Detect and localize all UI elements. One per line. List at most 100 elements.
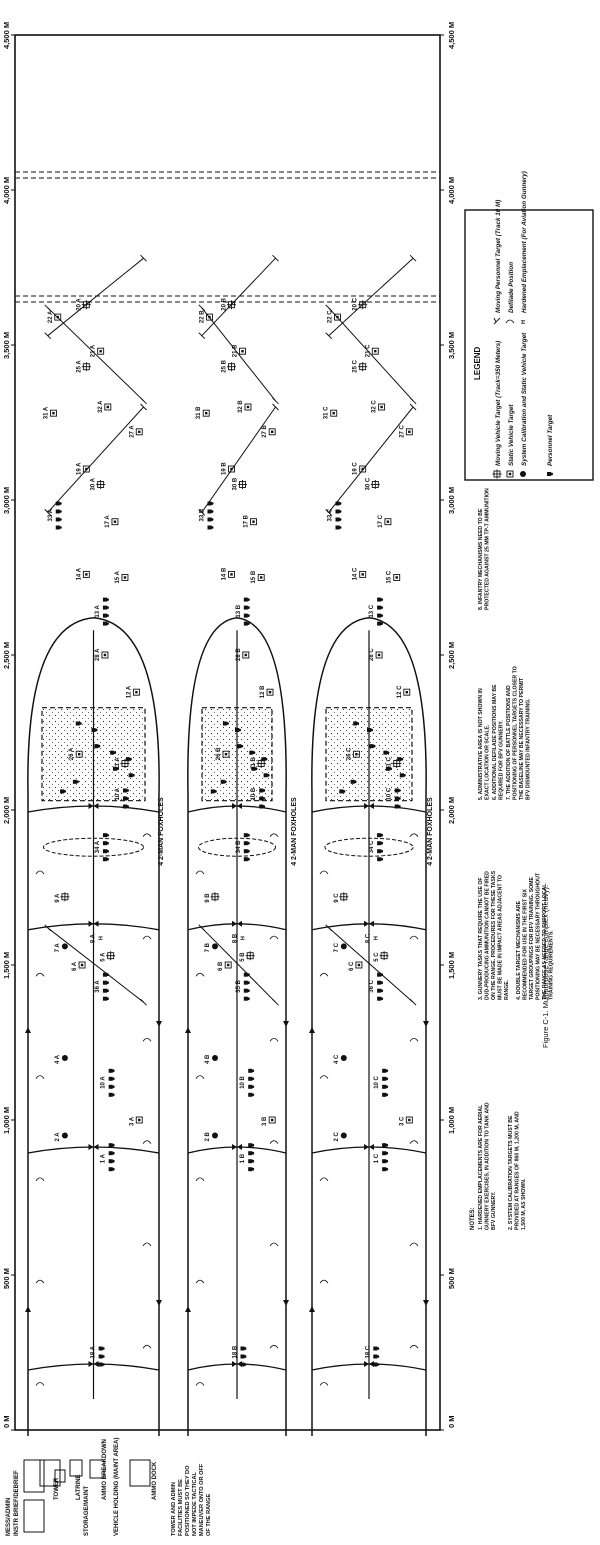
legend-label: Personnel Target — [547, 414, 554, 466]
defilade-icon — [35, 1382, 45, 1386]
notes-block: NOTES:1. HARDENED EMPLACEMENTS ARE FOR A… — [470, 488, 555, 1230]
target-label: 6 B — [218, 961, 224, 971]
target-label: 14 B — [222, 567, 228, 580]
defilade-icon — [142, 1344, 152, 1349]
static-vehicle-icon — [266, 688, 274, 696]
track-end-mark — [44, 924, 52, 932]
defilade-icon — [195, 1177, 205, 1182]
tower-admin-note: TOWER AND ADMINFACILITIES MUST BEPOSITIO… — [171, 1463, 212, 1536]
static-vehicle-icon — [82, 465, 90, 473]
moving-vehicle-icon — [238, 480, 247, 489]
target-label: 4 C — [334, 1054, 340, 1064]
figure-caption: Figure C-1. Multipurpose range complex (… — [541, 885, 550, 1048]
distance-label-left: 4,500 M — [2, 22, 11, 49]
moving-vehicle-icon — [81, 362, 91, 372]
note-text: 4. DOUBLE TARGET MECHANISMS ARERECOMMEND… — [516, 872, 555, 1000]
legend-title: LEGEND — [473, 346, 482, 380]
target-label: 12 B — [260, 685, 266, 698]
personnel-icon — [259, 804, 266, 809]
track-end-mark — [44, 304, 52, 312]
target-label: 1 C — [374, 1153, 380, 1163]
personnel-icon — [102, 857, 109, 862]
moving-target-track — [201, 927, 276, 1003]
static-vehicle-icon — [82, 570, 90, 578]
firing-lane-c: 18 C1 C2 C3 C10 C4 C36 C5 C6 C7 CH8 C9 C… — [309, 254, 429, 1436]
admin-label-instr: INSTR BRIEF/DEBRIEF — [14, 1470, 20, 1536]
static-vehicle-icon — [405, 428, 413, 436]
moving-vehicle-icon — [339, 892, 349, 902]
target-label: 26 C — [346, 747, 352, 760]
moving-vehicle-icon — [256, 759, 266, 768]
target-label: 10 C — [387, 787, 393, 800]
personnel-icon — [377, 605, 384, 610]
distance-label-left: 2,000 M — [2, 797, 11, 824]
target-label: 9 C — [334, 893, 340, 903]
battle-position — [42, 837, 145, 857]
static-vehicle-icon — [244, 403, 252, 411]
track-end-mark — [140, 254, 147, 262]
note-text: 2. SYSTEM CALIBRATION TARGETS MUST BEPRO… — [508, 1111, 527, 1230]
static-vehicle-icon — [359, 570, 367, 578]
admin-label-ammo-breakdown: AMMO BREAKDOWN — [102, 1439, 108, 1500]
target-label: 14 C — [353, 567, 359, 580]
personnel-icon — [382, 1143, 389, 1148]
hardened-icon: H — [521, 320, 527, 324]
personnel-icon — [249, 750, 256, 755]
personnel-icon — [243, 996, 250, 1001]
target-label: 19 C — [353, 462, 359, 475]
track-end-mark — [409, 403, 417, 411]
target-label: 5 B — [240, 952, 246, 962]
personnel-icon — [335, 525, 342, 530]
moving-target-track — [47, 257, 144, 337]
direction-arrow-icon — [423, 1300, 429, 1306]
personnel-icon — [240, 1354, 247, 1359]
defilade-icon — [142, 935, 152, 940]
ammo-dock — [129, 1459, 151, 1487]
static-vehicle-icon — [378, 403, 386, 411]
defilade-icon — [142, 1242, 152, 1247]
defilade-icon — [195, 870, 205, 875]
personnel-icon — [243, 980, 250, 985]
personnel-icon — [373, 1346, 380, 1351]
defilade-icon — [409, 833, 419, 838]
distance-label-right: 1,500 M — [447, 952, 456, 979]
static-vehicle-icon — [78, 961, 86, 969]
static-vehicle-icon — [132, 688, 140, 696]
hardened-icon: H — [99, 936, 105, 940]
legend-label: Hardened Emplacement (For Aviation Gunne… — [521, 171, 528, 313]
defilade-icon — [195, 1075, 205, 1079]
track-end-mark — [325, 304, 333, 312]
legend-label: Moving Vehicle Target (Track=350 Meters) — [495, 341, 502, 466]
target-label: 15 B — [251, 570, 257, 583]
defilade-icon — [195, 1382, 205, 1386]
legend-label: System Calibration and Static Vehicle Ta… — [521, 332, 528, 466]
legend-label: Defilade Position — [508, 262, 515, 313]
firing-lane-b: 18 B1 B2 B3 B10 B4 B35 B5 B6 B7 BH8 B9 B… — [185, 254, 289, 1436]
admin-label-vehicle-holding: VEHICLE HOLDING (MAINT AREA) — [114, 1438, 120, 1536]
moving-vehicle-icon — [370, 480, 380, 489]
moving-vehicle-icon — [358, 362, 368, 372]
track-end-mark — [198, 924, 206, 932]
static-vehicle-icon — [228, 570, 235, 578]
track-end-mark — [409, 397, 417, 405]
moving-target-track — [201, 257, 276, 337]
defilade-icon — [195, 972, 205, 977]
calibration-icon — [212, 1132, 218, 1139]
moving-vehicle-icon — [245, 951, 255, 961]
personnel-icon — [102, 621, 109, 626]
target-label: 3 A — [129, 1116, 135, 1126]
target-label: 8 A — [91, 933, 97, 943]
instr-building — [39, 1459, 61, 1487]
target-label: 30 A — [91, 477, 97, 490]
target-label: 6 C — [349, 961, 355, 971]
personnel-icon — [108, 1076, 115, 1081]
target-label: 13 C — [369, 604, 375, 617]
distance-label-right: 1,000 M — [447, 1107, 456, 1134]
target-label: 13 A — [95, 604, 101, 617]
track-end-mark — [325, 509, 333, 516]
direction-arrow-icon — [283, 1021, 289, 1027]
static-vehicle-icon — [375, 651, 383, 659]
target-label: 31 C — [324, 406, 330, 419]
track-end-mark — [272, 403, 279, 411]
